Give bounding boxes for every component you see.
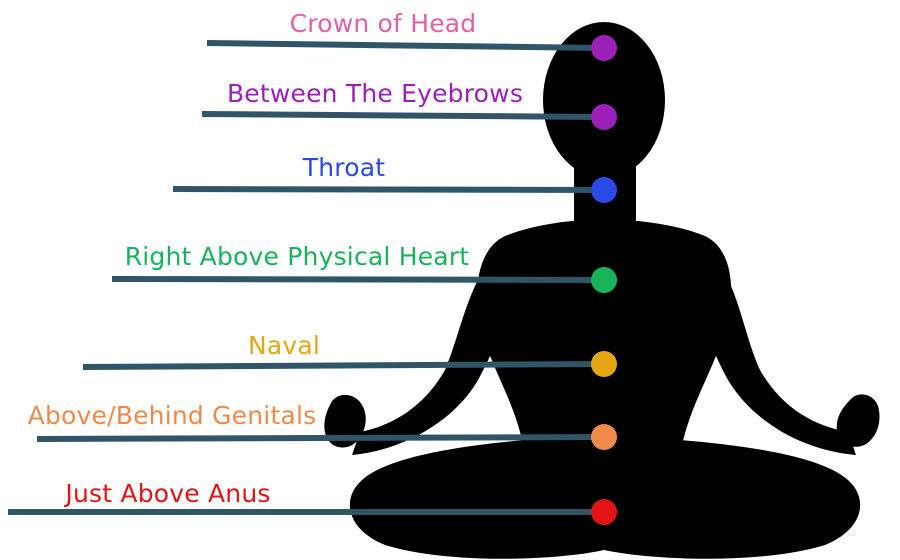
throat-dot [591,177,617,203]
label-throat: Throat [303,153,385,183]
pointer-line-naval [83,364,604,367]
label-heart: Right Above Physical Heart [125,242,470,272]
naval-dot [591,351,617,377]
legs-shape [350,439,860,559]
right-hand-shape [837,394,880,446]
anus-dot [591,499,617,525]
heart-dot [591,267,617,293]
label-crown-of-head: Crown of Head [290,9,477,39]
pointer-line-heart [112,279,604,280]
crown-dot [591,35,617,61]
torso-shape [477,220,731,456]
label-anus: Just Above Anus [65,479,270,509]
genitals-dot [591,424,617,450]
pointer-line-eyebrows [202,114,604,117]
label-between-eyebrows: Between The Eyebrows [227,79,523,109]
pointer-line-genitals [37,437,604,439]
pointer-line-throat [173,189,604,190]
eyebrows-dot [591,104,617,130]
label-genitals: Above/Behind Genitals [28,401,317,431]
label-naval: Naval [248,331,320,361]
pointer-line-crown [207,43,604,48]
